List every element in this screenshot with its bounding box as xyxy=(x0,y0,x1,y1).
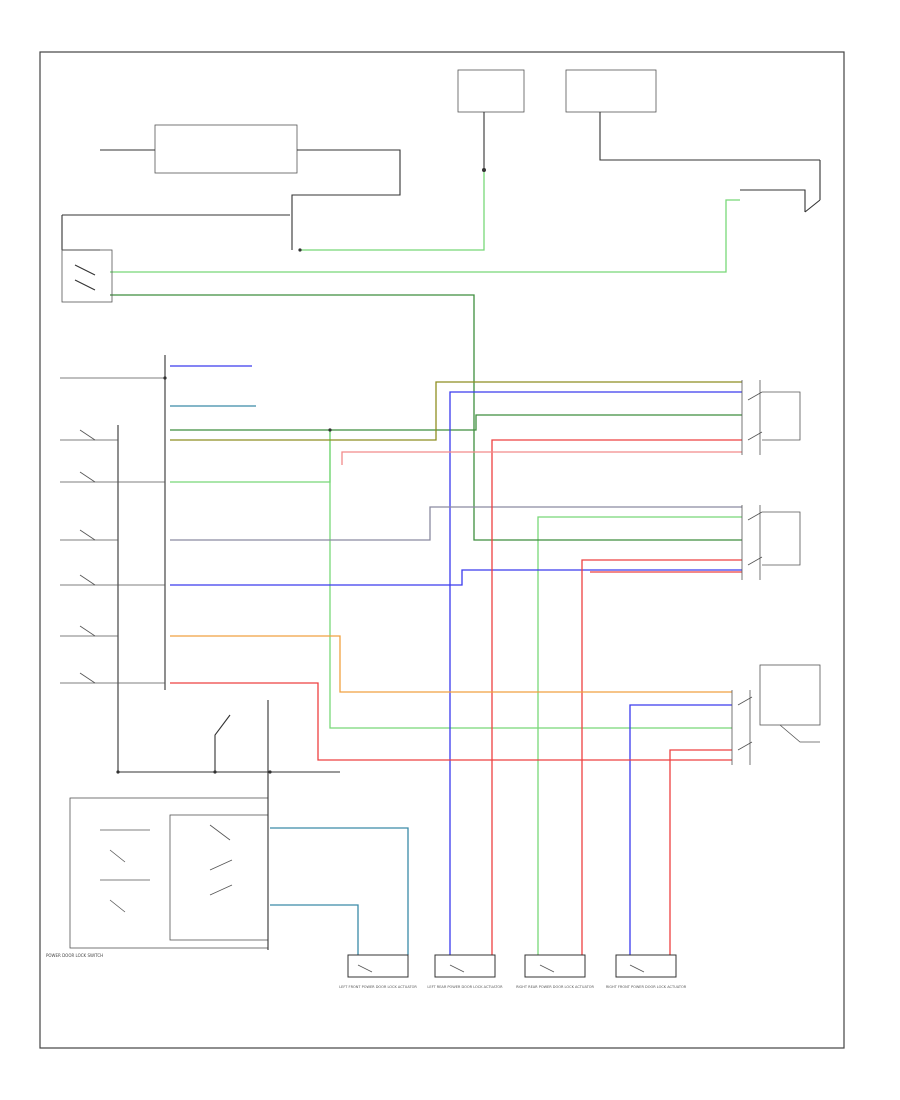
door-lock-switch-ladder xyxy=(60,377,165,684)
wire-lightred-lf xyxy=(341,451,742,465)
wire-green-rr-feed xyxy=(537,516,742,955)
actuator-lf-label: LEFT FRONT POWER DOOR LOCK ACTUATOR xyxy=(339,985,417,989)
wire-red-lf xyxy=(491,439,742,955)
right-rear-switch-assembly xyxy=(741,505,801,580)
wire-darkgreen-lr xyxy=(170,414,742,431)
actuator-lr-label: LEFT REAR POWER DOOR LOCK ACTUATOR xyxy=(427,985,503,989)
actuator-lf-box xyxy=(347,954,409,978)
wire-olive xyxy=(170,381,742,441)
fuse-box-top-left xyxy=(457,69,525,113)
wire-red-rf xyxy=(669,749,732,955)
door-lock-relay xyxy=(61,249,113,303)
lock-unit-box xyxy=(169,814,269,941)
wire-teal-module-1 xyxy=(270,827,409,955)
wire-green-top xyxy=(300,170,485,251)
actuator-rf-box xyxy=(615,954,677,978)
actuator-rf-label: RIGHT FRONT POWER DOOR LOCK ACTUATOR xyxy=(606,985,687,989)
wire-darkgreen-main xyxy=(110,294,742,541)
fuse-box-top-right xyxy=(565,69,657,113)
relay-module-top xyxy=(154,124,298,174)
actuator-rr-box xyxy=(524,954,586,978)
actuator-lr-box xyxy=(434,954,496,978)
black-wiring xyxy=(60,69,821,950)
power-door-lock-switch-module xyxy=(69,797,269,949)
wire-green-long xyxy=(110,199,740,273)
actuator-rr-label: RIGHT REAR POWER DOOR LOCK ACTUATOR xyxy=(516,985,594,989)
actuator-boxes xyxy=(347,954,677,978)
left-front-switch-assembly xyxy=(741,380,801,455)
wire-red-main xyxy=(170,682,732,761)
wire-grey xyxy=(170,506,742,541)
module-label: POWER DOOR LOCK SWITCH xyxy=(46,953,103,958)
diagram-frame xyxy=(39,51,845,1049)
wire-blue-rf xyxy=(629,704,732,955)
wire-layer xyxy=(110,170,742,955)
wire-blue-lf xyxy=(449,391,742,955)
wire-blue-rear xyxy=(170,569,742,586)
wire-teal-module-2 xyxy=(270,904,359,955)
wire-green-mid xyxy=(170,430,331,483)
wire-orange xyxy=(170,635,732,693)
wire-green-lr xyxy=(329,430,732,729)
connector-pins xyxy=(116,168,486,774)
wire-red-rr xyxy=(581,559,742,955)
right-front-switch-assembly xyxy=(731,664,821,765)
